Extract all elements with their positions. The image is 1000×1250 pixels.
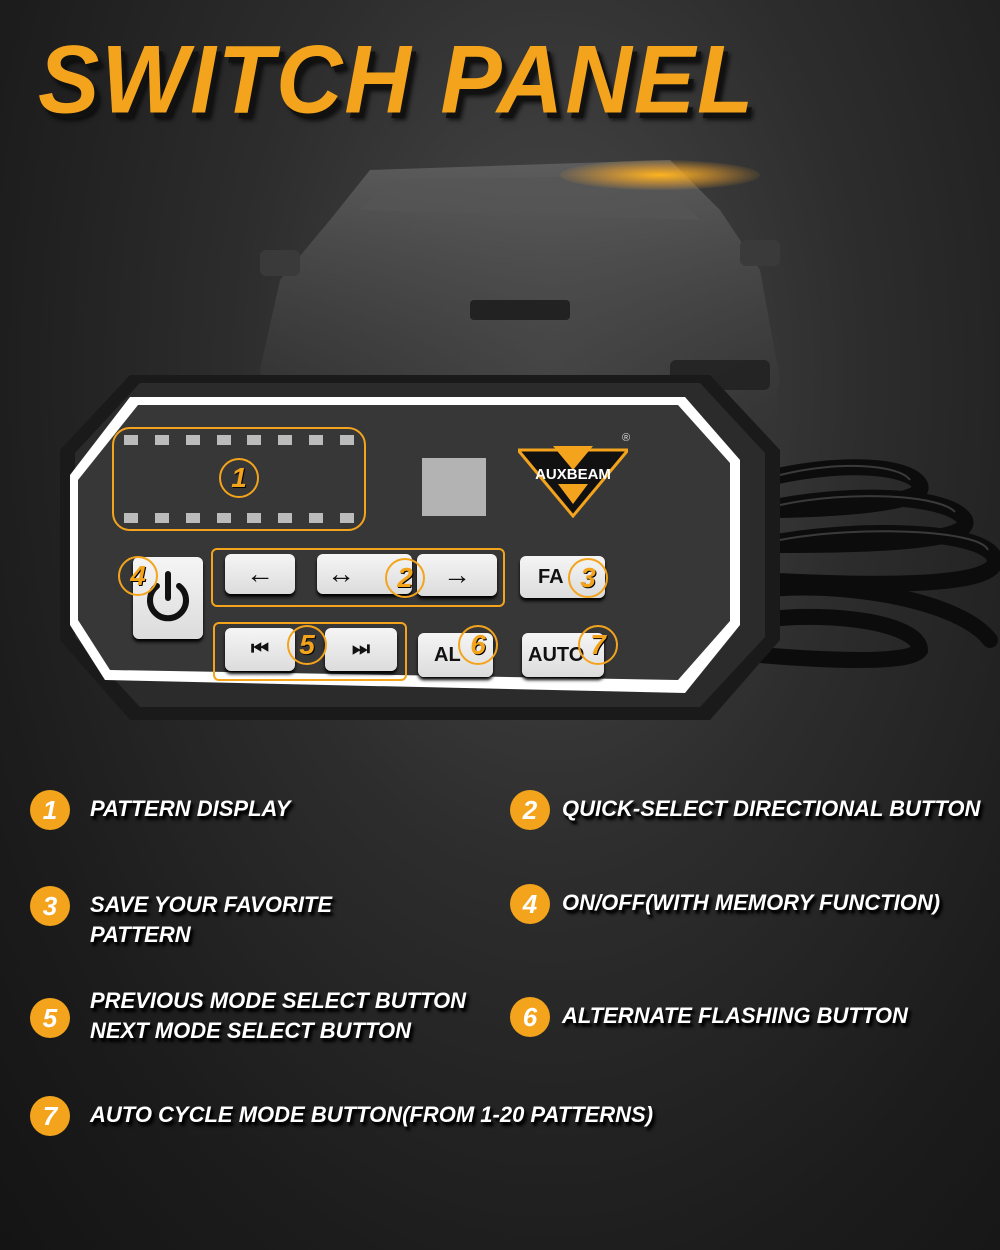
segment-display — [422, 458, 486, 516]
registered-mark: ® — [622, 432, 631, 444]
arrow-left-icon: ← — [246, 558, 274, 589]
skip-previous-icon: ⏮ — [251, 638, 269, 660]
legend-item-3: 3 SAVE YOUR FAVORITE PATTERN — [30, 886, 332, 950]
switch-panel: 1 AUXBEAM ® 4 ← ↔ → 2 FA 3 ⏮ ⏭ 5 AL — [60, 375, 780, 720]
legend-item-1: 1 PATTERN DISPLAY — [30, 790, 290, 830]
arrow-left-right-icon: ↔ — [327, 558, 355, 589]
alternate-label: AL — [434, 643, 461, 666]
previous-mode-button[interactable]: ⏮ — [225, 628, 295, 671]
light-bar-glow — [560, 160, 760, 190]
legend-number: 1 — [30, 790, 70, 830]
auto-label: AUTO — [528, 643, 585, 666]
legend-text: ON/OFF(WITH MEMORY FUNCTION) — [562, 890, 941, 915]
legend-item-6: 6 ALTERNATE FLASHING BUTTON — [510, 997, 908, 1037]
legend-item-2: 2 QUICK-SELECT DIRECTIONAL BUTTON — [510, 790, 980, 830]
legend-item-7: 7 AUTO CYCLE MODE BUTTON(FROM 1-20 PATTE… — [30, 1096, 653, 1136]
directional-group — [211, 548, 505, 607]
legend-item-4: 4 ON/OFF(WITH MEMORY FUNCTION) — [510, 884, 940, 924]
legend-number: 4 — [510, 884, 550, 924]
arrow-right-icon: → — [443, 559, 471, 590]
favorite-label: FA — [538, 565, 564, 588]
legend-text: AUTO CYCLE MODE BUTTON(FROM 1-20 PATTERN… — [90, 1102, 654, 1127]
legend-number: 3 — [30, 886, 70, 926]
legend-number: 6 — [510, 997, 550, 1037]
legend-number: 5 — [30, 998, 70, 1038]
page-title: SWITCH PANEL — [38, 26, 756, 134]
callout-3: 3 — [568, 558, 608, 598]
callout-7: 7 — [578, 625, 618, 665]
callout-5: 5 — [287, 625, 327, 665]
callout-6: 6 — [458, 625, 498, 665]
auxbeam-logo: AUXBEAM ® — [514, 432, 632, 519]
callout-1: 1 — [219, 458, 259, 498]
mode-group — [213, 622, 407, 681]
right-arrow-button[interactable]: → — [417, 554, 497, 596]
callout-4: 4 — [118, 556, 158, 596]
legend-text: SAVE YOUR FAVORITE PATTERN — [90, 892, 333, 947]
left-arrow-button[interactable]: ← — [225, 554, 295, 594]
callout-2: 2 — [385, 558, 425, 598]
next-mode-button[interactable]: ⏭ — [325, 628, 397, 671]
cable-bundle — [760, 459, 1000, 668]
power-icon — [147, 571, 189, 622]
legend-number: 7 — [30, 1096, 70, 1136]
legend-item-5: 5 PREVIOUS MODE SELECT BUTTON NEXT MODE … — [30, 988, 466, 1046]
logo-text: AUXBEAM — [535, 466, 611, 483]
pattern-display: 1 — [112, 427, 366, 531]
skip-next-icon: ⏭ — [352, 638, 370, 660]
legend-text: PATTERN DISPLAY — [90, 796, 291, 821]
legend-text: PREVIOUS MODE SELECT BUTTON NEXT MODE SE… — [90, 988, 467, 1043]
legend-text: QUICK-SELECT DIRECTIONAL BUTTON — [562, 796, 981, 821]
legend-number: 2 — [510, 790, 550, 830]
legend-text: ALTERNATE FLASHING BUTTON — [562, 1003, 908, 1028]
